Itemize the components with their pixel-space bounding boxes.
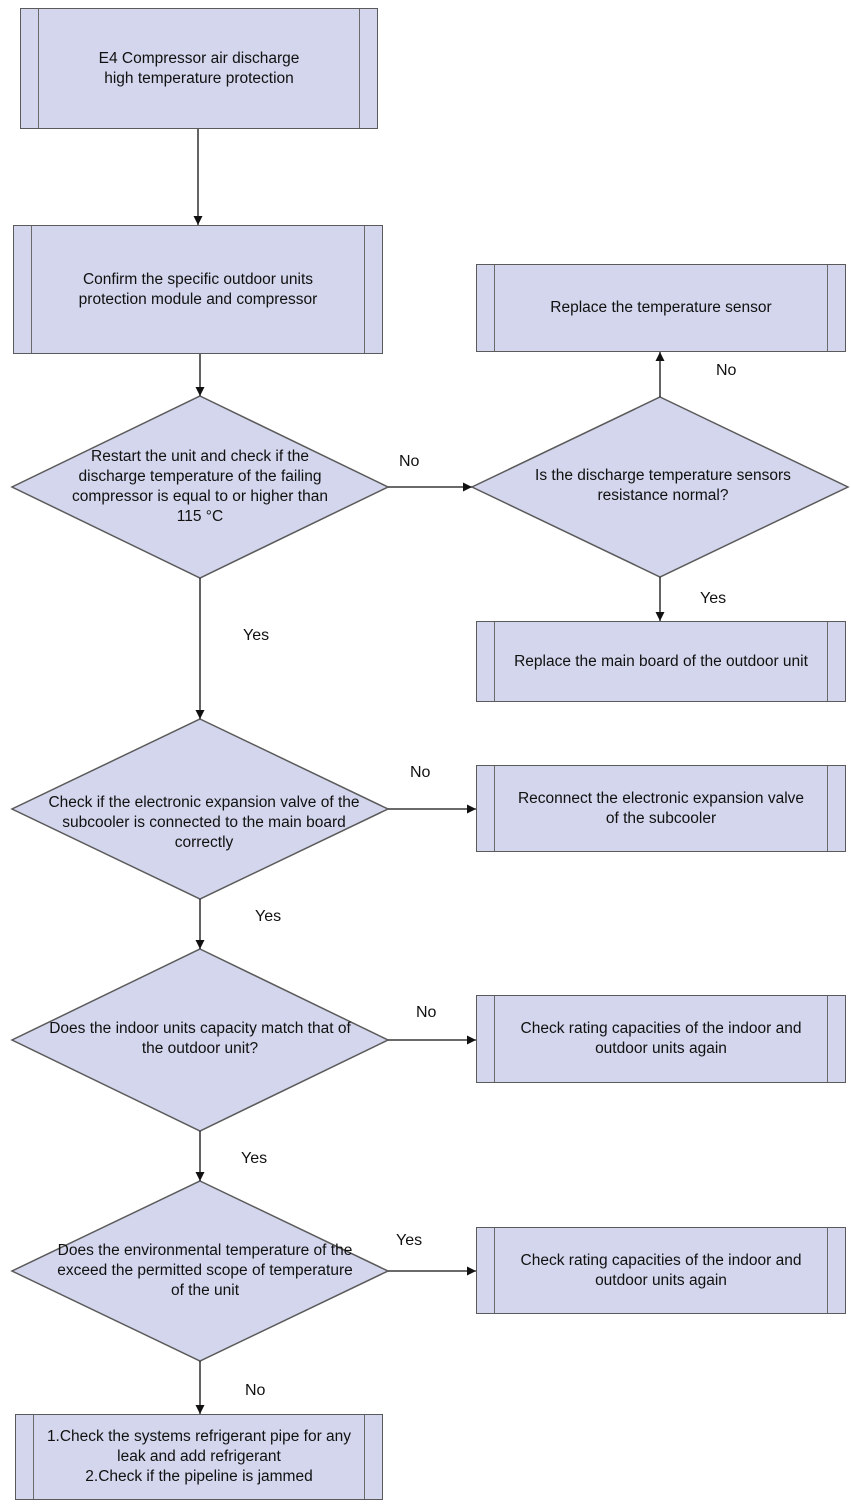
label-capacity-yes: Yes [241,1150,268,1167]
node-confirm-text: Confirm the specific outdoor units prote… [78,270,318,308]
label-restart-yes: Yes [243,627,270,644]
decision-restart-text: Restart the unit and check if the discha… [72,448,328,525]
decision-eev-text: Check if the electronic expansion valve … [48,794,360,851]
node-final-line1: 1.Check the systems refrigerant pipe for… [46,1428,352,1465]
label-env-yes: Yes [396,1232,423,1249]
label-env-no: No [245,1382,266,1399]
node-reconnect-eev: Reconnect the electronic expansion valve… [476,765,846,852]
label-eev-yes: Yes [255,908,282,925]
label-capacity-no: No [416,1004,437,1021]
node-replace-board: Replace the main board of the outdoor un… [476,621,846,702]
node-check-capacities-1: Check rating capacities of the indoor an… [476,995,846,1083]
node-check-capacities-2: Check rating capacities of the indoor an… [476,1227,846,1314]
node-reconnect-eev-text: Reconnect the electronic expansion valve… [517,789,805,827]
label-sensor-yes: Yes [700,590,727,607]
node-replace-board-text: Replace the main board of the outdoor un… [514,652,808,670]
node-start-text: E4 Compressor air discharge high tempera… [98,49,300,87]
label-restart-no: No [399,453,420,470]
node-final-line2: 2.Check if the pipeline is jammed [85,1468,313,1485]
node-final: 1.Check the systems refrigerant pipe for… [15,1414,383,1500]
node-replace-sensor-text: Replace the temperature sensor [550,299,772,316]
node-start: E4 Compressor air discharge high tempera… [20,8,378,129]
node-check-capacities-1-text: Check rating capacities of the indoor an… [520,1020,802,1057]
label-sensor-no: No [716,362,737,379]
node-confirm: Confirm the specific outdoor units prote… [13,225,383,354]
decision-sensor-text: Is the discharge temperature sensors res… [535,467,791,504]
node-replace-sensor: Replace the temperature sensor [476,264,846,352]
decision-env-text: Does the environmental temperature of th… [57,1242,353,1299]
label-eev-no: No [410,764,431,781]
decision-capacity-text: Does the indoor units capacity match tha… [49,1020,351,1057]
node-check-capacities-2-text: Check rating capacities of the indoor an… [520,1251,802,1289]
